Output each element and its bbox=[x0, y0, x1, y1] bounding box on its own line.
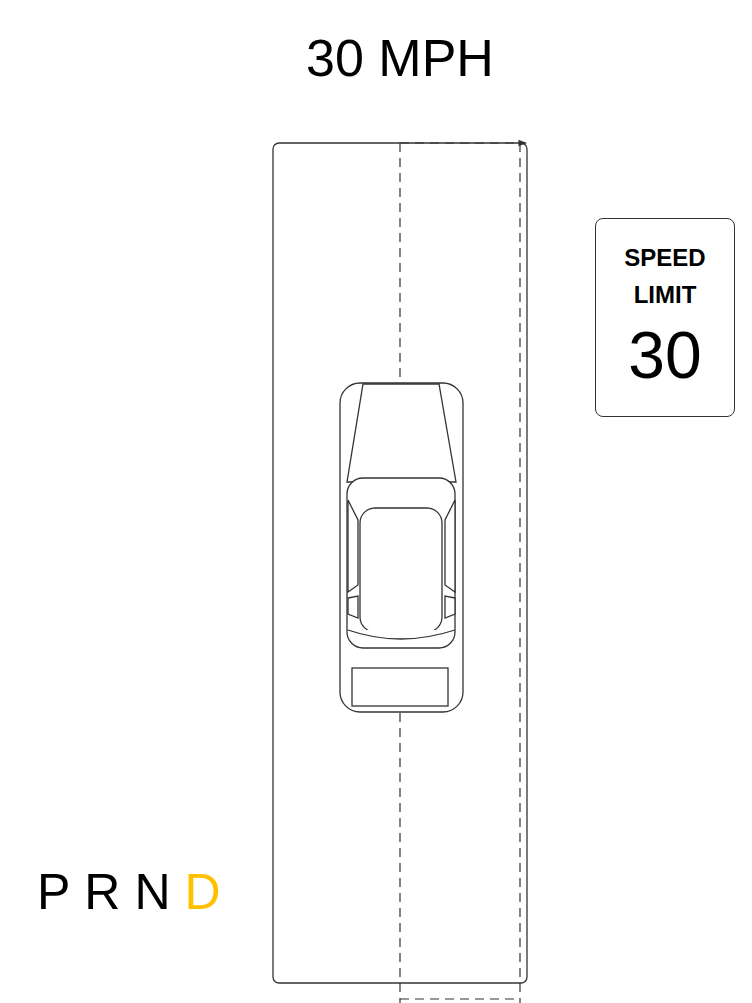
car bbox=[340, 383, 463, 712]
speed-limit-sign: SPEED LIMIT30 bbox=[595, 218, 735, 417]
gear-letter: R bbox=[84, 862, 120, 922]
path-line bbox=[400, 998, 520, 999]
path-arrow bbox=[400, 142, 526, 143]
gear-letter: D bbox=[185, 862, 221, 922]
path-line bbox=[519, 143, 520, 1003]
speed-readout: 30 MPH bbox=[200, 26, 600, 90]
gear-letter: N bbox=[134, 862, 170, 922]
gear-selector: PRND bbox=[37, 862, 221, 922]
sign-value: 30 bbox=[596, 313, 734, 405]
sign-heading: SPEED LIMIT bbox=[596, 219, 734, 313]
gear-letter: P bbox=[37, 862, 70, 922]
